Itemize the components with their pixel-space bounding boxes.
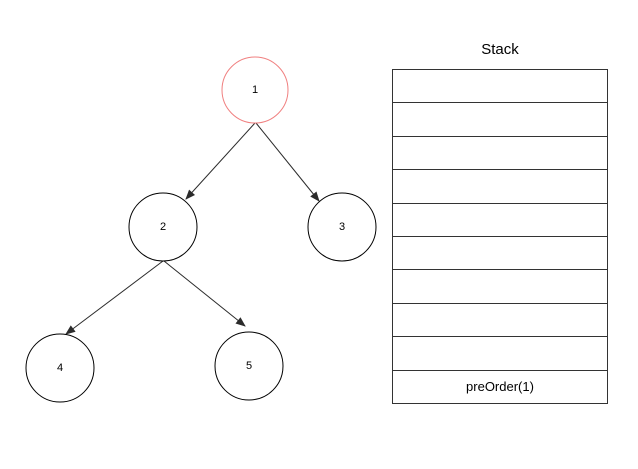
stack-cell-empty [393, 103, 607, 137]
tree-node-label: 2 [160, 221, 166, 233]
tree-node-circle [307, 192, 377, 262]
tree-node-circle [128, 192, 198, 262]
tree-edge-2-5 [163, 260, 246, 327]
stack-table: preOrder(1) [392, 69, 608, 404]
tree-node-circle [25, 333, 95, 403]
tree-edge-1-2 [185, 122, 256, 200]
stack-cell-empty [393, 237, 607, 271]
tree-node-label: 1 [252, 84, 258, 96]
stack-cell-value: preOrder(1) [466, 379, 534, 395]
stack-cell-empty [393, 204, 607, 238]
tree-node-label: 4 [57, 362, 63, 374]
stack-title: Stack [481, 41, 519, 58]
tree-node-3: 3 [307, 192, 377, 262]
stack-cell-empty [393, 70, 607, 104]
tree-node-label: 3 [339, 221, 345, 233]
tree-node-1: 1 [221, 56, 289, 124]
stack-cell-empty [393, 337, 607, 371]
tree-node-4: 4 [25, 333, 95, 403]
tree-node-2: 2 [128, 192, 198, 262]
tree-node-label: 5 [246, 360, 252, 372]
tree-node-5: 5 [214, 331, 284, 401]
stack-cell-empty [393, 304, 607, 338]
tree-node-circle [214, 331, 284, 401]
stack-cell-empty [393, 270, 607, 304]
stack-cell-empty [393, 137, 607, 171]
tree-node-circle-highlighted [221, 56, 289, 124]
stack-cell-empty [393, 170, 607, 204]
tree-edge-2-4 [65, 260, 164, 335]
tree-edge-1-3 [255, 122, 320, 202]
